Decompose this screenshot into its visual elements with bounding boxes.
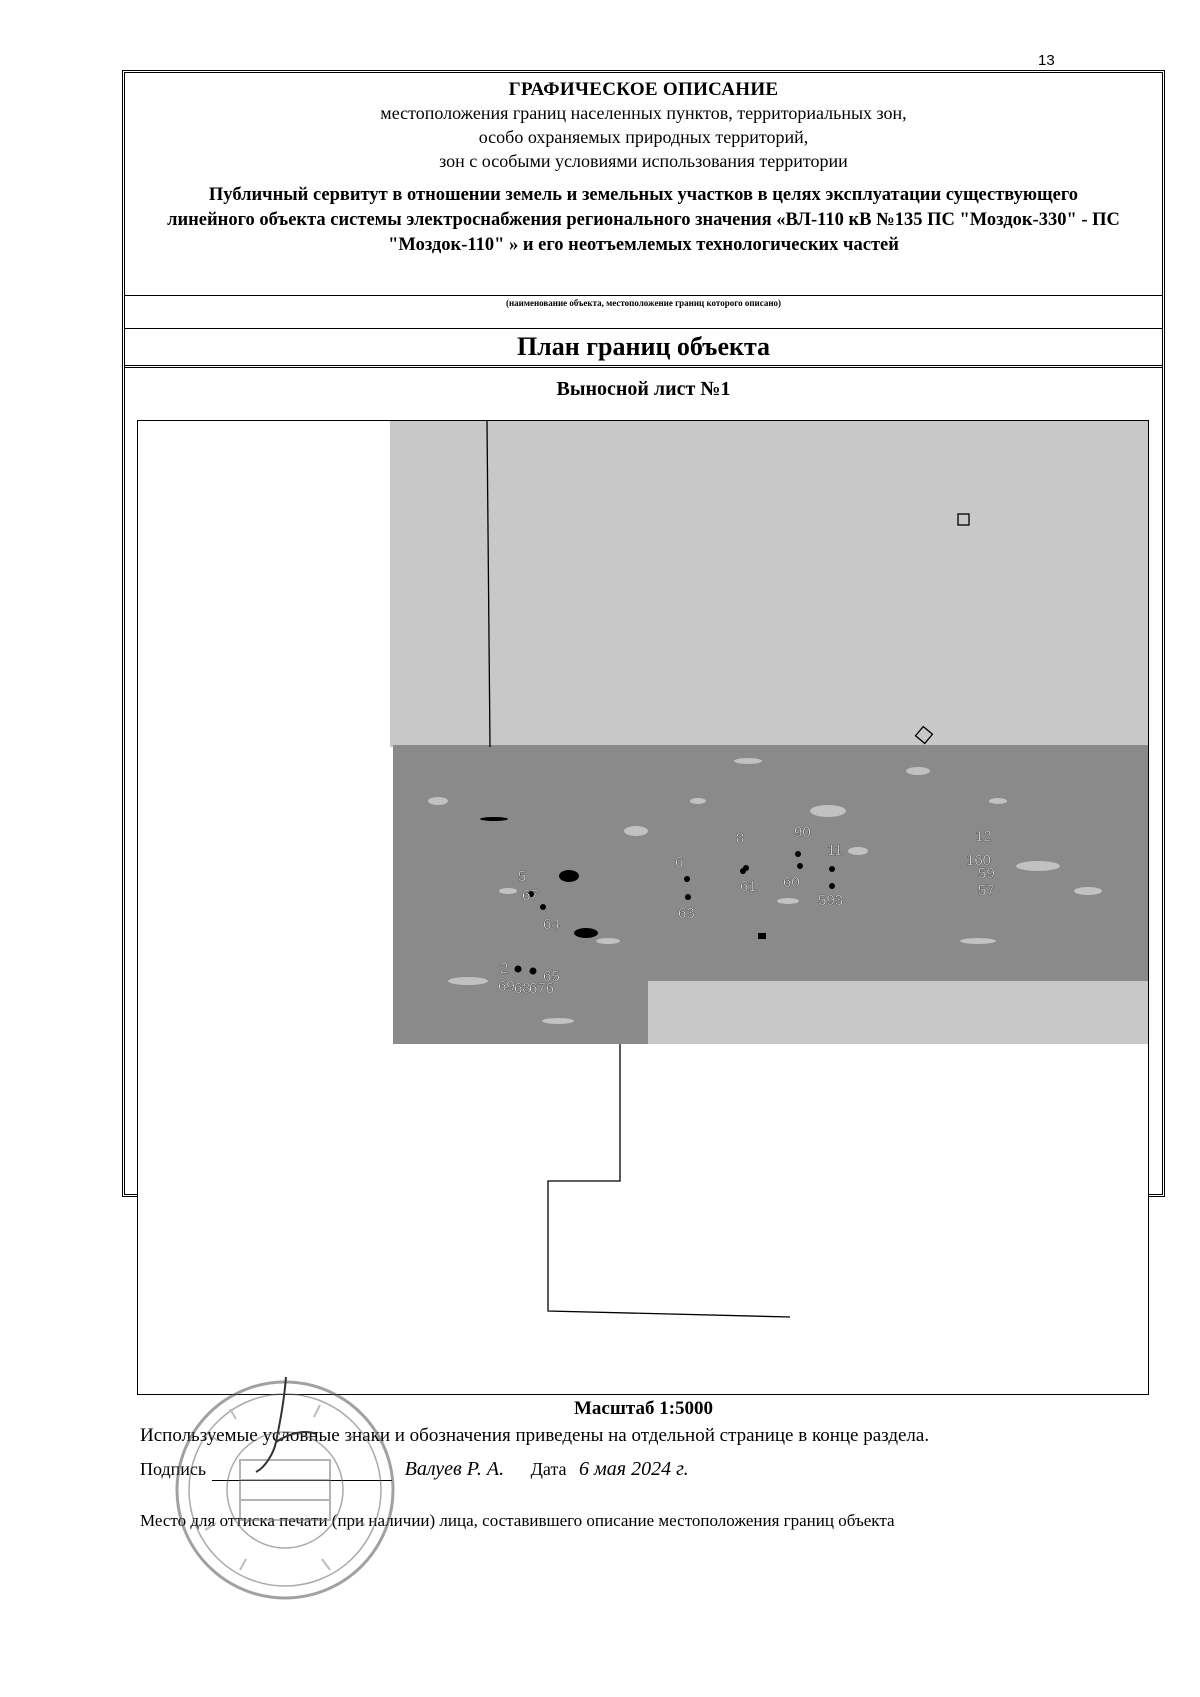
- point-label: 12: [975, 828, 992, 845]
- point-label: 68: [514, 980, 531, 997]
- boundary-lines: [486, 421, 970, 1318]
- survey-marker-square: [957, 513, 970, 526]
- point-label: 63: [678, 905, 695, 922]
- subtitle-line-1: местоположения границ населенных пунктов…: [380, 103, 907, 123]
- caption-row: (наименование объекта, местоположение гр…: [125, 295, 1162, 329]
- point-label: 2: [500, 960, 508, 977]
- point-label: 11: [827, 842, 843, 859]
- document-title: ГРАФИЧЕСКОЕ ОПИСАНИЕ: [508, 79, 779, 100]
- point-label: 8: [736, 830, 744, 847]
- point-label: 160: [966, 852, 991, 869]
- point-label: 59: [978, 865, 995, 882]
- header-section: ГРАФИЧЕСКОЕ ОПИСАНИЕ местоположения гран…: [125, 73, 1162, 296]
- point-label: 593: [818, 892, 843, 909]
- point-label: 5: [518, 868, 526, 885]
- survey-points: [514, 851, 835, 975]
- document-frame: ГРАФИЧЕСКОЕ ОПИСАНИЕ местоположения гран…: [122, 70, 1165, 1530]
- point-label: 60: [783, 874, 800, 891]
- stamp-place-note: Место для оттиска печати (при наличии) л…: [140, 1511, 895, 1530]
- light-zone-bottom-right: [648, 981, 1148, 1044]
- boundary-map: 8 90 11 6 61 60 593 63 12 160 59 57 5 67…: [137, 420, 1149, 1395]
- map-scale: Масштаб 1:5000: [573, 1398, 714, 1419]
- point-label: 6: [675, 854, 683, 871]
- point-label: 61: [740, 878, 757, 895]
- date-label: Дата: [530, 1459, 567, 1479]
- point-label: 90: [794, 824, 811, 841]
- west-boundary: [486, 421, 491, 748]
- plan-title: План границ объекта: [125, 328, 1162, 368]
- page-number: 13: [1038, 52, 1055, 69]
- map-drawing: 8 90 11 6 61 60 593 63 12 160 59 57 5 67…: [390, 421, 1148, 1318]
- signature-date: 6 мая 2024 г.: [579, 1458, 689, 1480]
- signature-label: Подпись: [140, 1459, 207, 1479]
- signer-name: Валуев Р. А.: [404, 1458, 505, 1480]
- point-label: 57: [978, 882, 995, 899]
- object-caption: (наименование объекта, местоположение гр…: [505, 298, 782, 308]
- dark-zone: [393, 745, 1148, 1044]
- south-boundary: [547, 1044, 791, 1318]
- point-label: 69: [498, 978, 515, 995]
- point-label: 65: [543, 968, 560, 985]
- point-label: 64: [543, 916, 560, 933]
- legend-note: Используемые условные знаки и обозначени…: [140, 1425, 930, 1446]
- light-zone-top: [390, 421, 1148, 747]
- handwritten-signature-icon: [255, 1376, 317, 1473]
- subtitle-line-3: зон с особыми условиями использования те…: [439, 151, 848, 171]
- subtitle-line-2: особо охраняемых природных территорий,: [478, 127, 809, 147]
- sheet-title: Выносной лист №1: [556, 378, 731, 400]
- point-label: 676: [529, 980, 554, 997]
- survey-marker-diamond: [914, 725, 934, 745]
- point-labels: 8 90 11 6 61 60 593 63 12 160 59 57 5 67…: [498, 824, 995, 998]
- dark-spots: [480, 817, 766, 939]
- object-name: Публичный сервитут в отношении земель и …: [167, 185, 1120, 255]
- point-label: 67: [522, 887, 539, 904]
- terrain-texture: [428, 758, 1102, 1024]
- seal-stamp-icon: [175, 1380, 395, 1600]
